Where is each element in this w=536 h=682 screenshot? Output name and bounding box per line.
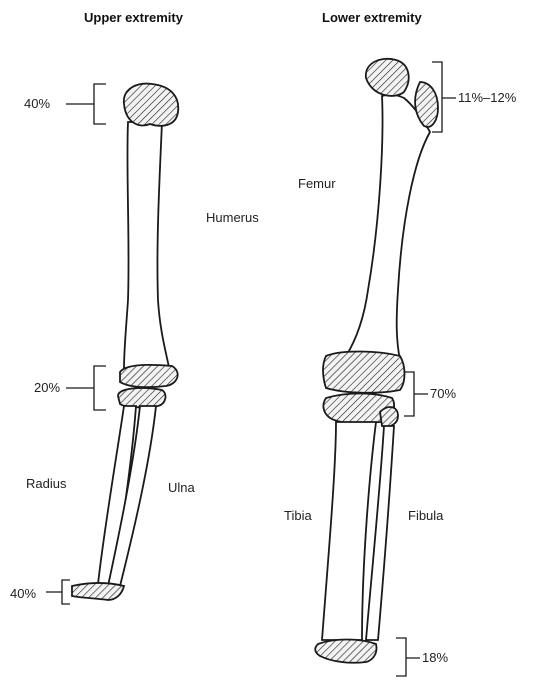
distal-femur-growth-area bbox=[323, 352, 405, 393]
elbow-bracket bbox=[66, 366, 106, 410]
tibia-label: Tibia bbox=[284, 508, 312, 523]
proximal-forearm-growth-area bbox=[118, 388, 165, 407]
ankle-growth-area bbox=[315, 640, 376, 663]
femoral-head-growth-area bbox=[366, 59, 409, 96]
upper-extremity-heading: Upper extremity bbox=[84, 10, 184, 25]
femur-label: Femur bbox=[298, 176, 336, 191]
knee-percent: 70% bbox=[430, 386, 456, 401]
ulna-label: Ulna bbox=[168, 480, 196, 495]
proximal-humerus-bracket bbox=[66, 84, 106, 124]
distal-forearm-bracket bbox=[46, 580, 70, 604]
upper-extremity: 40% Humerus 20% Radius Ulna 40% bbox=[10, 84, 259, 604]
proximal-femur-percent: 11%–12% bbox=[458, 90, 517, 105]
femur-bone bbox=[346, 95, 430, 360]
proximal-humerus-growth-area bbox=[124, 84, 178, 126]
ankle-percent: 18% bbox=[422, 650, 448, 665]
fibula-label: Fibula bbox=[408, 508, 444, 523]
radius-label: Radius bbox=[26, 476, 67, 491]
lower-extremity-heading: Lower extremity bbox=[322, 10, 422, 25]
lower-extremity: 11%–12% Femur 70% Tibia Fibula 18% bbox=[284, 59, 517, 676]
distal-humerus-growth-area bbox=[120, 365, 178, 387]
ankle-bracket bbox=[396, 638, 420, 676]
humerus-bone bbox=[124, 122, 170, 372]
humerus-label: Humerus bbox=[206, 210, 259, 225]
knee-bracket bbox=[404, 372, 428, 416]
tibia-bone bbox=[322, 422, 376, 640]
proximal-fibula-growth-area bbox=[380, 407, 398, 426]
elbow-percent: 20% bbox=[34, 380, 60, 395]
distal-forearm-percent: 40% bbox=[10, 586, 36, 601]
proximal-humerus-percent: 40% bbox=[24, 96, 50, 111]
distal-forearm-growth-area bbox=[72, 583, 124, 600]
